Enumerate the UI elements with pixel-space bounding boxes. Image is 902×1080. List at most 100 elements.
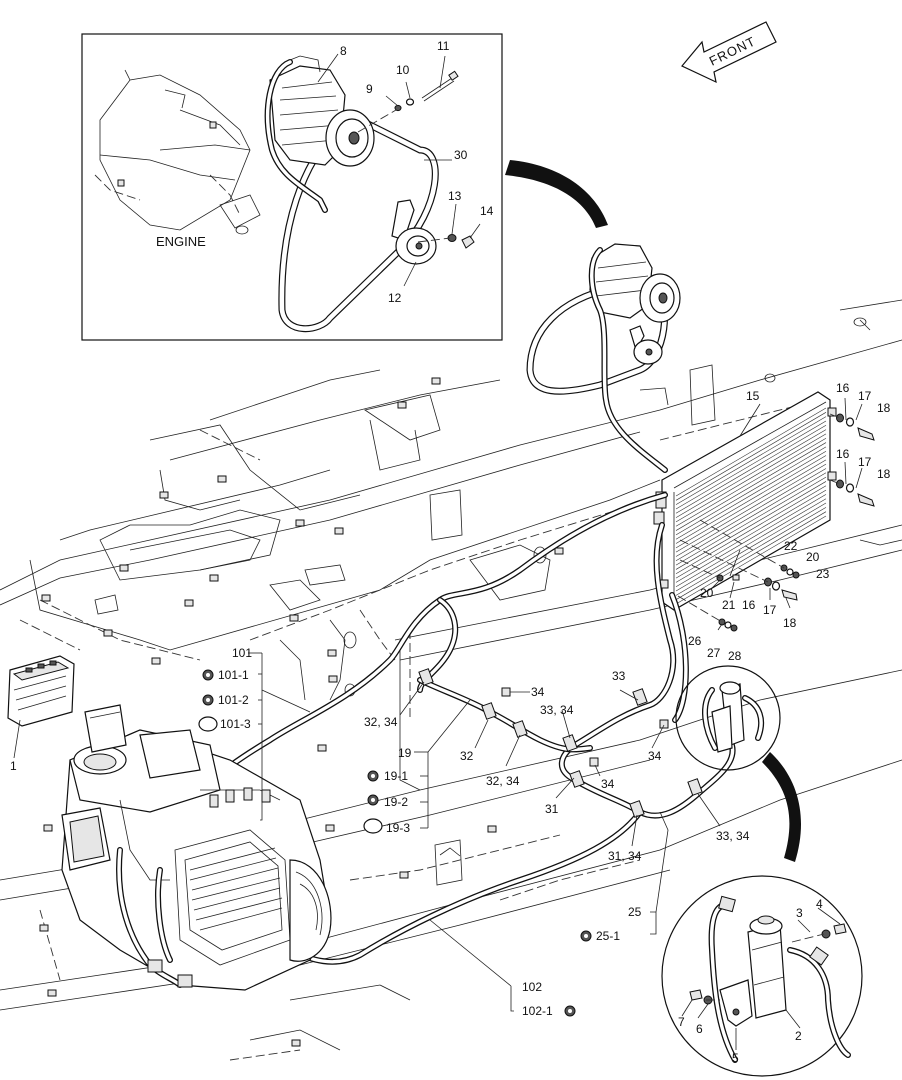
condenser-fin-line [675,416,827,505]
condenser-fin-line [675,489,827,579]
condenser-fasteners [677,413,875,632]
callout-3: 3 [796,906,803,920]
condenser-fin-line [675,425,827,514]
callout-19-3: 19-3 [386,821,410,835]
callout-21: 21 [722,598,736,612]
callout-13: 13 [448,189,462,203]
callout-33: 33 [612,669,626,683]
callout-19-1: 19-1 [384,769,408,783]
callout-17c: 17 [763,603,777,617]
condenser-fin-line [675,476,827,566]
callout-8: 8 [340,44,347,58]
condenser-fin-line [675,515,827,605]
callout-20a: 20 [806,550,820,564]
callout-32: 32 [460,749,474,763]
callout-18c: 18 [783,616,797,630]
receiver-drier-detail [661,875,863,1077]
callout-102: 102 [522,980,542,994]
callout-34c: 34 [601,777,615,791]
condenser-fin-line [675,429,827,518]
condenser-fin-line [675,494,827,583]
callout-19: 19 [398,746,412,760]
condenser-fin-line [675,472,827,562]
callout-14: 14 [480,204,494,218]
callout-19-2: 19-2 [384,795,408,809]
callout-101-1: 101-1 [218,668,249,682]
condenser-fin-line [675,450,827,540]
callout-12: 12 [388,291,402,305]
callout-18a: 18 [877,401,891,415]
condenser-fin-line [675,412,827,501]
condenser [653,391,837,611]
callout-101-2: 101-2 [218,693,249,707]
callout-16a: 16 [836,381,850,395]
callout-17b: 17 [858,455,872,469]
callout-11: 11 [437,39,450,53]
callout-22: 22 [784,539,798,553]
callout-18b: 18 [877,467,891,481]
callout-33-34a: 33, 34 [540,703,574,717]
callout-25-1: 25-1 [596,929,620,943]
callout-6: 6 [696,1022,703,1036]
callout-101: 101 [232,646,252,660]
callout-33-34b: 33, 34 [716,829,750,843]
inset-pointer-arc [505,160,608,228]
condenser-fin-line [675,498,827,587]
callout-102-1: 102-1 [522,1004,553,1018]
callout-5: 5 [732,1051,739,1065]
engine-label: ENGINE [156,234,206,249]
callout-101-3: 101-3 [220,717,251,731]
hvac-unit [61,704,332,991]
condenser-fin-line [675,485,827,575]
callout-1: 1 [10,759,17,773]
compressor-detail-inset: ENGINE [81,33,503,341]
callout-25: 25 [628,905,642,919]
callout-31-34: 31, 34 [608,849,642,863]
condenser-fin-line [675,502,827,592]
condenser-fin-line [675,463,827,553]
callout-15: 15 [746,389,760,403]
condenser-fin-line [675,455,827,544]
callout-16b: 16 [836,447,850,461]
condenser-fin-line [675,433,827,523]
condenser-fin-line [675,511,827,600]
condenser-fin-line [675,420,827,510]
callout-16c: 16 [742,598,756,612]
callout-2: 2 [795,1029,802,1043]
callout-26: 26 [688,634,702,648]
callout-28: 28 [728,649,742,663]
condenser-fin-line [675,481,827,570]
callout-labels: 8 9 10 11 30 13 14 12 15 16 17 18 16 17 … [10,39,891,1065]
condenser-fin-line [675,459,827,549]
main-compressor-assembly [526,243,681,473]
callout-27: 27 [707,646,721,660]
callout-9: 9 [366,82,373,96]
condenser-fin-line [675,407,827,497]
callout-30: 30 [454,148,468,162]
hose-clamps [418,668,703,818]
callout-32-34b: 32, 34 [486,774,520,788]
callout-7: 7 [678,1015,685,1029]
callout-34b: 34 [648,749,662,763]
condenser-fin-line [675,468,827,557]
callout-32-34a: 32, 34 [364,715,398,729]
condenser-fins [675,407,827,605]
condenser-fin-line [675,437,827,527]
callout-34: 34 [531,685,545,699]
condenser-fin-line [675,442,827,531]
detail-pointer-arc [762,752,802,862]
control-panel [7,655,75,727]
condenser-fin-line [675,507,827,596]
front-direction-arrow: FRONT [681,21,777,84]
kit-icons [198,669,592,1017]
callout-17a: 17 [858,389,872,403]
callout-10: 10 [396,63,410,77]
callout-20b: 20 [700,586,714,600]
callout-23: 23 [816,567,830,581]
leader-lines [13,397,863,1050]
compressor [264,55,375,213]
idler-pulley [391,199,437,265]
receiver-drier-small-view [675,665,781,771]
callout-31: 31 [545,802,559,816]
